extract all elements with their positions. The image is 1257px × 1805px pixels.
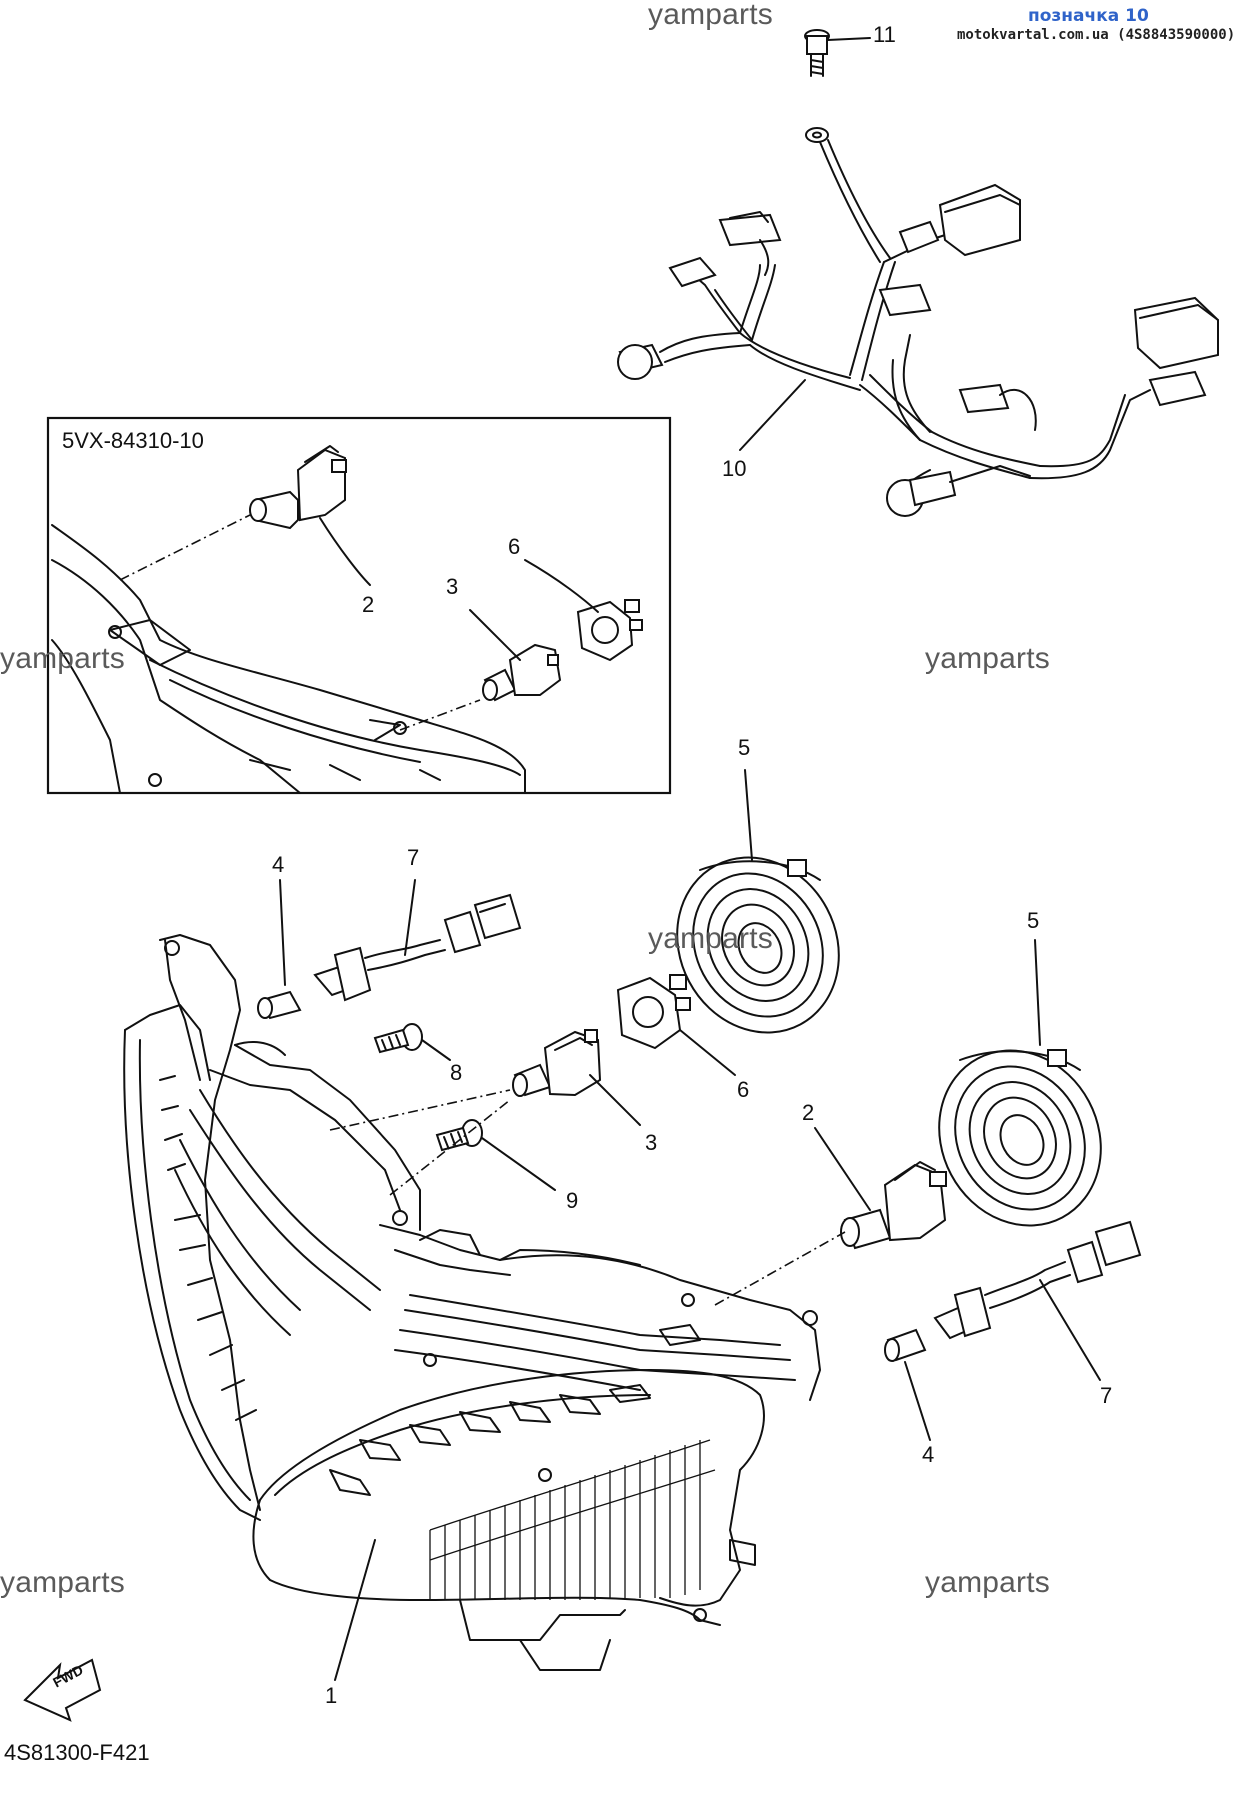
callout-11: 11 <box>873 22 896 47</box>
callout-5-right: 5 <box>1027 908 1040 933</box>
callout-5-top: 5 <box>738 735 751 760</box>
socket-6-main-drawing <box>616 974 736 1076</box>
inset-part-number: 5VX-84310-10 <box>62 428 204 453</box>
bulb-4-top-drawing <box>257 990 302 1020</box>
wire-harness-10-drawing <box>617 139 1219 517</box>
callout-7-right: 7 <box>1100 1383 1113 1408</box>
watermark-center: yamparts <box>648 922 773 955</box>
watermark-inset: yamparts <box>0 642 125 675</box>
socket-7-right-drawing <box>933 1220 1142 1381</box>
inset-bulb-3 <box>482 643 562 702</box>
bulb-3-main-drawing <box>329 1029 602 1196</box>
callout-1: 1 <box>325 1683 338 1708</box>
tag-label: позначка 10 <box>1028 6 1149 26</box>
watermark-mid-right: yamparts <box>925 642 1050 675</box>
socket-7-top-drawing <box>313 893 522 1002</box>
callout-3-inset: 3 <box>446 574 459 599</box>
leader-1 <box>334 1539 376 1681</box>
watermark-bottom-left: yamparts <box>0 1566 125 1599</box>
fwd-arrow <box>23 1658 102 1722</box>
leader-3-main <box>589 1074 641 1126</box>
watermark-bottom-right: yamparts <box>925 1566 1050 1599</box>
watermark-top: yamparts <box>648 0 773 31</box>
leader-7-top <box>404 879 416 956</box>
headlight-assembly-1-drawing <box>123 934 821 1671</box>
callout-6-main: 6 <box>737 1077 750 1102</box>
callout-2-main: 2 <box>802 1100 815 1125</box>
figure-code: 4S81300-F421 <box>4 1740 150 1765</box>
callout-8: 8 <box>450 1060 463 1085</box>
cover-5-top-drawing <box>676 769 840 1034</box>
callout-3-main: 3 <box>645 1130 658 1155</box>
leader-4-top <box>279 879 286 986</box>
callout-6-inset: 6 <box>508 534 521 559</box>
inset-bulb-2 <box>249 445 347 530</box>
bulb-4-right-drawing <box>884 1328 931 1441</box>
callout-4-top: 4 <box>272 852 285 877</box>
inset-box <box>46 416 672 795</box>
site-reference: motokvartal.com.ua (4S8843590000) <box>957 27 1236 43</box>
screw-11-drawing <box>804 29 871 143</box>
callout-10: 10 <box>722 456 747 481</box>
screw-9-drawing <box>435 1119 556 1191</box>
inset-socket-6 <box>576 599 643 662</box>
callout-7-top: 7 <box>407 845 420 870</box>
screw-8-drawing <box>373 1023 451 1061</box>
callout-2-inset: 2 <box>362 592 375 617</box>
bulb-2-main-drawing <box>714 1127 947 1306</box>
cover-5-right-drawing <box>938 939 1102 1227</box>
callout-9: 9 <box>566 1188 579 1213</box>
callout-4-right: 4 <box>922 1442 935 1467</box>
